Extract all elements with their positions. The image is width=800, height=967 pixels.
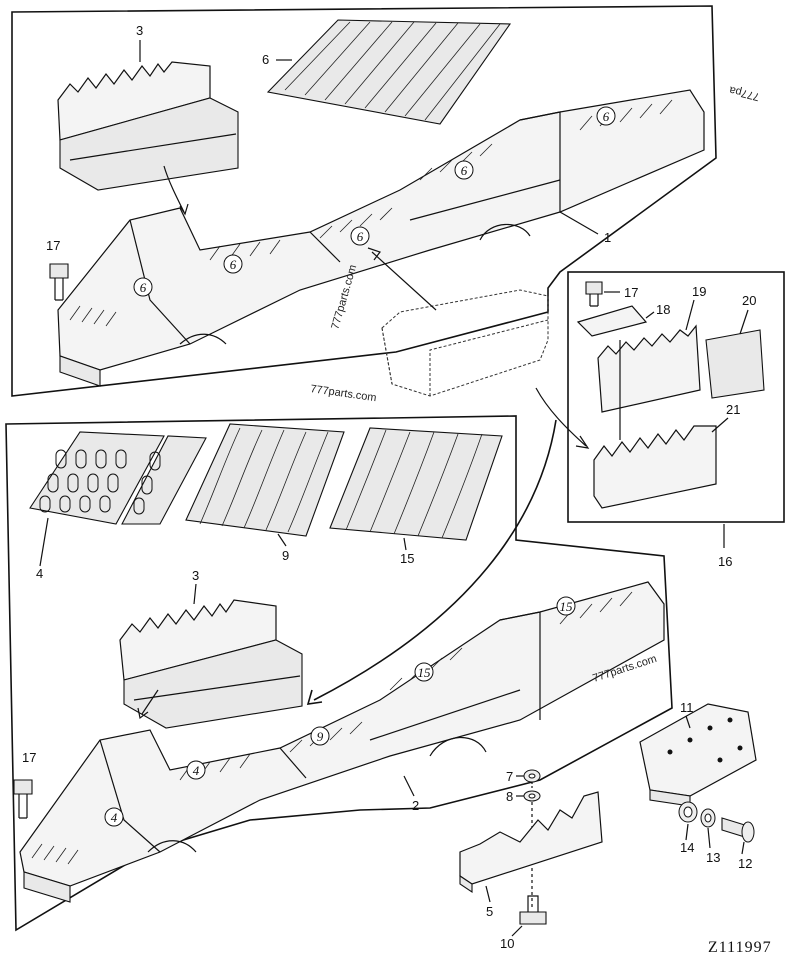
bracket-part-3-upper xyxy=(57,61,239,191)
callout-19: 19 xyxy=(692,284,706,299)
callout-12: 12 xyxy=(738,856,752,871)
callout-9: 9 xyxy=(282,548,289,563)
callout-21: 21 xyxy=(726,402,740,417)
reference-code: Z111997 xyxy=(708,939,772,956)
t-bolt-part-10 xyxy=(519,895,547,925)
bolt-part-17-lower xyxy=(13,779,33,819)
circled-label: 15 xyxy=(418,665,432,680)
callout-3: 3 xyxy=(192,568,199,583)
callout-16: 16 xyxy=(718,554,732,569)
callout-1: 1 xyxy=(604,230,611,245)
callout-5: 5 xyxy=(486,904,493,919)
upper-panel-frame xyxy=(11,5,717,397)
bracket-part-3-lower xyxy=(119,599,303,729)
callout-18: 18 xyxy=(656,302,670,317)
callout-4: 4 xyxy=(36,566,43,581)
dashed-bracket-outline xyxy=(381,289,549,397)
callout-17: 17 xyxy=(22,750,36,765)
knife-plate-part-5 xyxy=(459,791,603,894)
sieve-part-9 xyxy=(185,423,345,537)
callout-7: 7 xyxy=(506,769,513,784)
circled-label: 6 xyxy=(140,280,147,295)
watermark: 777parts.com xyxy=(310,383,378,404)
auger-trough-part-1 xyxy=(57,89,705,387)
circled-label: 4 xyxy=(111,810,118,825)
nut-part-14 xyxy=(678,801,698,823)
auger-trough-part-2 xyxy=(19,581,665,903)
callout-2: 2 xyxy=(412,798,419,813)
circled-labels-upper: 6 6 6 6 6 xyxy=(133,106,616,297)
detail-box-part-16: 17 18 19 20 21 xyxy=(567,271,785,523)
callout-17: 17 xyxy=(46,238,60,253)
callout-20: 20 xyxy=(742,293,756,308)
sieve-part-15 xyxy=(329,427,503,541)
circled-label: 6 xyxy=(603,109,610,124)
washer-part-8 xyxy=(523,790,541,802)
callout-11: 11 xyxy=(680,700,694,715)
callout-17: 17 xyxy=(624,285,638,300)
bracket-part-11 xyxy=(639,703,757,807)
callout-6: 6 xyxy=(262,52,269,67)
lower-assembly-panel: 4 4 9 15 15 4 9 15 3 17 2 777parts.com xyxy=(5,415,673,932)
bolt-part-12 xyxy=(721,817,755,843)
circled-label: 9 xyxy=(317,729,324,744)
circled-label: 15 xyxy=(560,599,574,614)
circled-label: 6 xyxy=(357,229,364,244)
callout-8: 8 xyxy=(506,789,513,804)
circled-label: 4 xyxy=(193,763,200,778)
bolt-part-17-upper xyxy=(49,263,69,301)
watermark: 777pa xyxy=(727,83,760,102)
sieve-part-4 xyxy=(29,431,207,525)
circled-labels-lower: 4 4 9 15 15 xyxy=(104,596,576,827)
nut-part-7 xyxy=(523,769,541,783)
washer-part-13 xyxy=(700,808,716,828)
circled-label: 6 xyxy=(461,163,468,178)
callout-10: 10 xyxy=(500,936,514,951)
detail-box-frame xyxy=(567,271,785,523)
callout-13: 13 xyxy=(706,850,720,865)
callout-3: 3 xyxy=(136,23,143,38)
callout-15: 15 xyxy=(400,551,414,566)
sieve-part-6 xyxy=(266,19,512,125)
circled-label: 6 xyxy=(230,257,237,272)
callout-14: 14 xyxy=(680,840,694,855)
